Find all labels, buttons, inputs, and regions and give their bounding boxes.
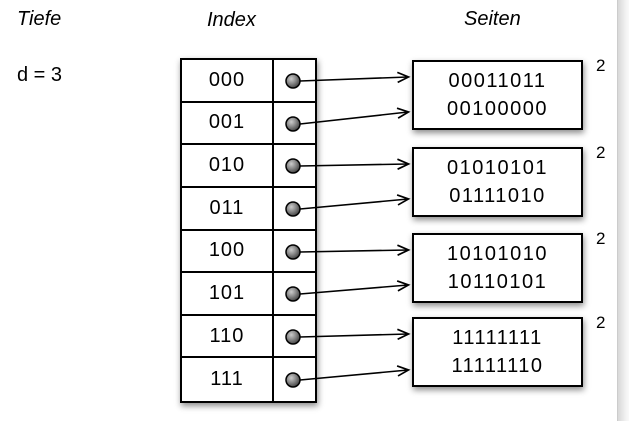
page-value: 11111110 [451, 355, 544, 377]
pages-column-header: Seiten [464, 8, 521, 30]
page-box-1: 01010101 01111010 [412, 147, 583, 217]
pointer-cell [274, 358, 315, 401]
page-value: 01010101 [447, 157, 548, 179]
pointer-cell [274, 145, 315, 186]
global-depth-value: d = 3 [17, 64, 63, 86]
pointer-cell [274, 103, 315, 144]
index-row-100: 100 [182, 230, 315, 274]
index-entry-label: 010 [182, 145, 274, 186]
pointer-cell [274, 273, 315, 314]
pointer-cell [274, 188, 315, 229]
index-column-header: Index [207, 9, 256, 31]
page-box-3: 11111111 11111110 [412, 317, 583, 387]
page-value: 10101010 [447, 243, 548, 265]
index-entry-label: 101 [182, 273, 274, 314]
index-row-101: 101 [182, 273, 315, 316]
page-value: 00100000 [447, 98, 548, 120]
local-depth-badge: 2 [596, 56, 606, 75]
index-entry-label: 001 [182, 102, 274, 144]
index-row-110: 110 [182, 315, 315, 359]
index-entry-label: 110 [182, 315, 274, 357]
page-value: 11111111 [452, 327, 543, 349]
pointer-cell [274, 316, 315, 357]
index-row-010: 010 [182, 145, 315, 188]
pointer-cell [274, 231, 315, 272]
pointer-cell [274, 60, 315, 101]
index-entry-label: 000 [182, 60, 274, 101]
depth-column-header: Tiefe [17, 8, 62, 30]
page-value: 01111010 [449, 185, 546, 207]
local-depth-badge: 2 [596, 143, 606, 162]
index-entry-label: 111 [182, 358, 274, 401]
index-row-001: 001 [182, 102, 315, 146]
index-row-000: 000 [182, 60, 315, 103]
local-depth-badge: 2 [596, 229, 606, 248]
index-row-011: 011 [182, 187, 315, 231]
page-box-2: 10101010 10110101 [412, 233, 583, 303]
page-value: 10110101 [447, 271, 548, 293]
page-box-0: 00011011 00100000 [412, 60, 583, 130]
local-depth-badge: 2 [596, 313, 606, 332]
window-edge-strip [617, 0, 629, 421]
index-directory-table: 000 001 010 011 100 101 110 111 [180, 58, 317, 403]
index-entry-label: 100 [182, 230, 274, 272]
index-entry-label: 011 [182, 187, 274, 229]
index-row-111: 111 [182, 358, 315, 401]
page-value: 00011011 [448, 70, 547, 92]
